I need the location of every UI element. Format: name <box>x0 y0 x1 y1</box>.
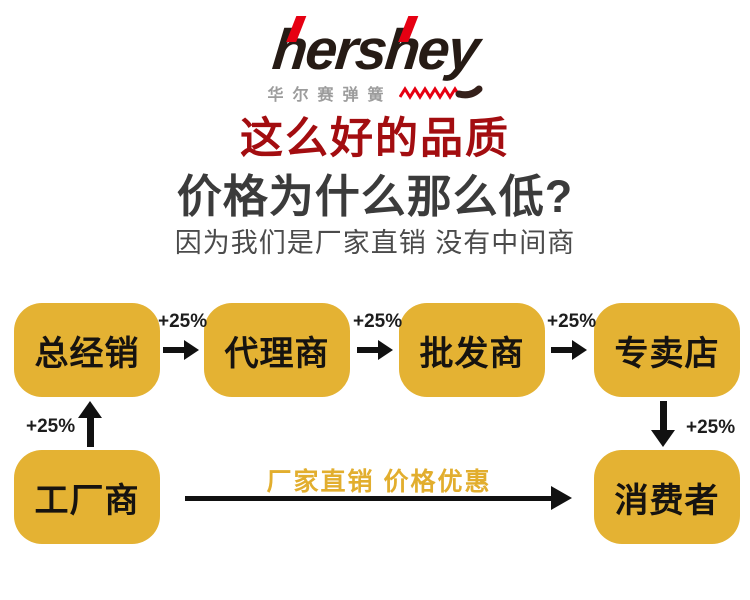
node-specialty-store: 专卖店 <box>594 303 740 397</box>
brand-subtitle: 华尔赛弹簧 <box>267 87 393 104</box>
markup-label: +25% <box>158 311 208 332</box>
brand-subtitle-row: 华尔赛弹簧 <box>0 81 750 105</box>
arrow-right-icon <box>163 340 199 360</box>
markup-label: +25% <box>547 311 597 332</box>
brand-wordmark: hershey <box>269 16 481 82</box>
headline-price-question: 价格为什么那么低? <box>176 171 574 222</box>
node-label: 消费者 <box>614 481 720 520</box>
arrow-direct-sale-icon <box>185 486 572 510</box>
node-label: 工厂商 <box>34 481 140 520</box>
node-label: 批发商 <box>419 334 525 373</box>
arrow-down-icon <box>651 401 675 447</box>
direct-sale-label: 厂家直销 价格优惠 <box>266 468 492 496</box>
headline-reason: 因为我们是厂家直销 没有中间商 <box>174 228 576 258</box>
node-label: 专卖店 <box>614 334 720 373</box>
spring-zigzag-icon <box>398 85 482 100</box>
headline-quality: 这么好的品质 <box>240 115 510 163</box>
arrow-right-icon <box>551 340 587 360</box>
node-label: 总经销 <box>34 334 140 373</box>
node-agent: 代理商 <box>204 303 350 397</box>
arrow-right-icon <box>357 340 393 360</box>
node-consumer: 消费者 <box>594 450 740 544</box>
markup-label: +25% <box>353 311 403 332</box>
markup-label: +25% <box>26 416 76 437</box>
node-wholesaler: 批发商 <box>399 303 545 397</box>
markup-label: +25% <box>686 417 736 438</box>
node-general-distributor: 总经销 <box>14 303 160 397</box>
arrow-up-icon <box>78 401 102 447</box>
node-factory: 工厂商 <box>14 450 160 544</box>
brand-logo: hershey 华尔赛弹簧 <box>0 16 750 105</box>
node-label: 代理商 <box>224 334 330 373</box>
